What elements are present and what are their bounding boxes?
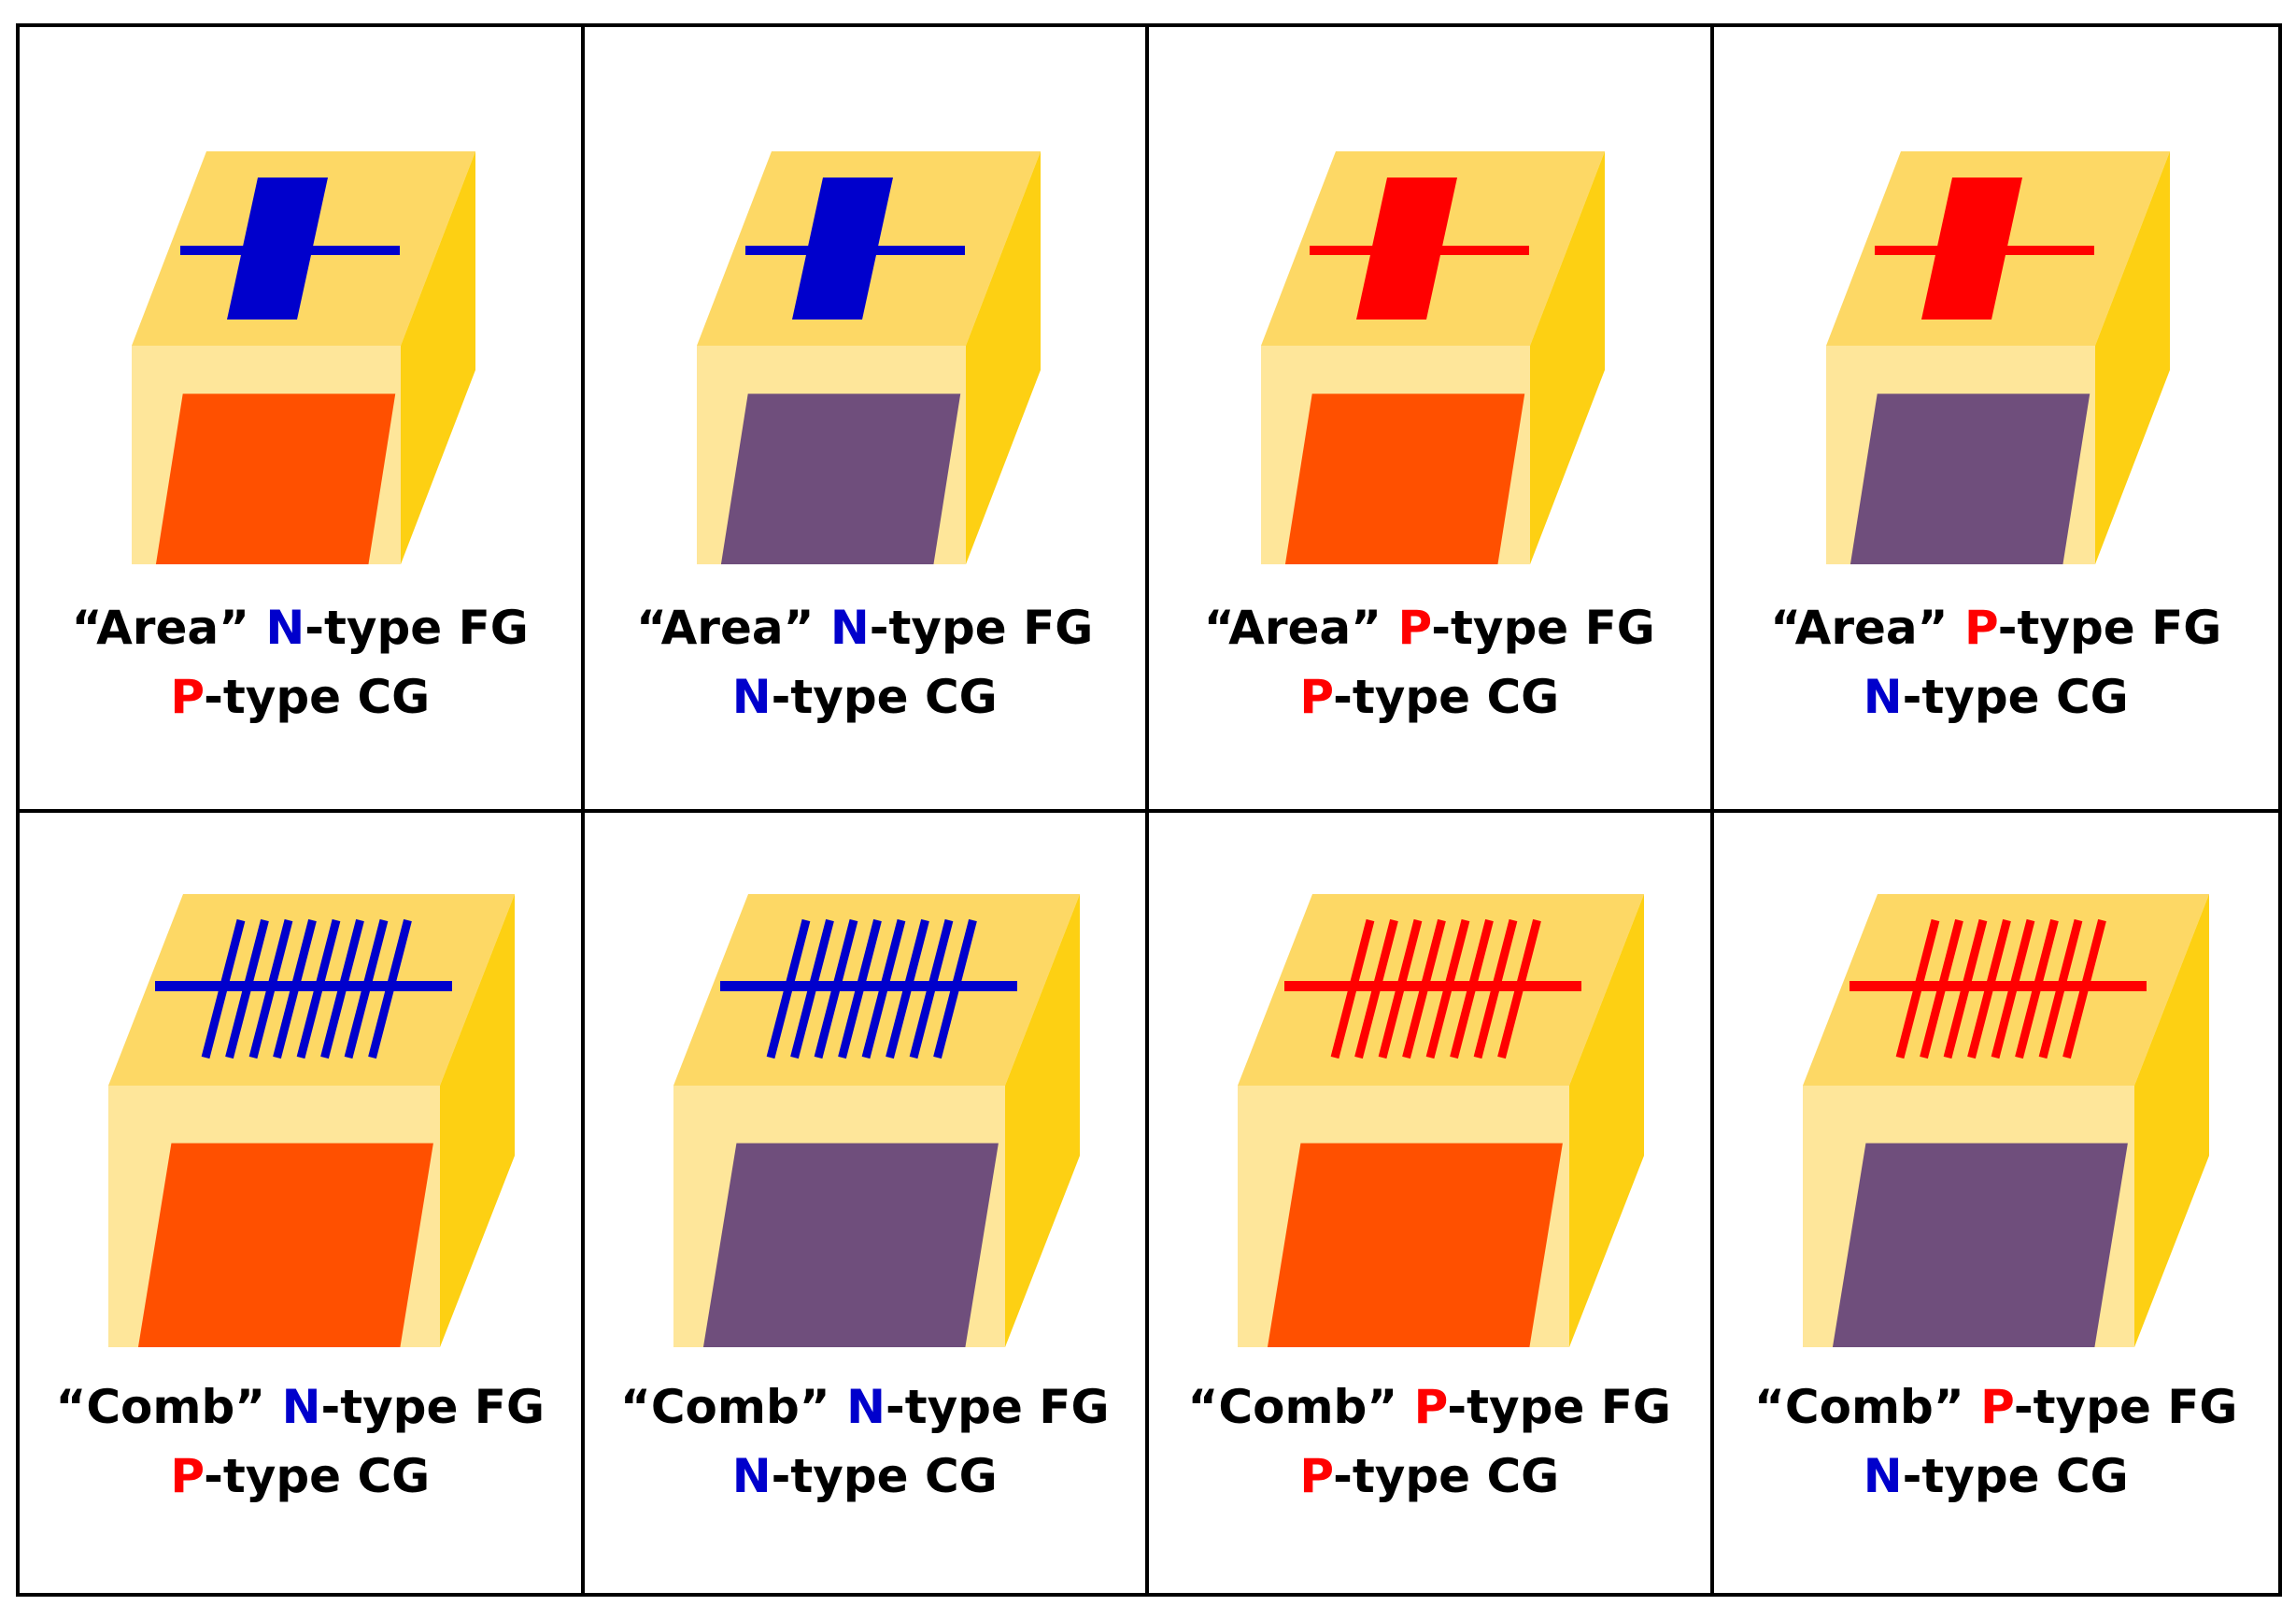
- cg-type-letter: P: [1299, 1449, 1334, 1503]
- fg-type-letter: N: [265, 601, 305, 655]
- fg-type-text: -type FG: [305, 601, 529, 655]
- gate-style-label: “Area”: [636, 601, 815, 655]
- fg-caption: “Area” N-type FG: [585, 594, 1146, 661]
- cg-type-letter: P: [1299, 670, 1334, 724]
- fg-type-text: -type FG: [320, 1380, 545, 1434]
- cube-side-face: [440, 894, 515, 1347]
- gate-style-label: “Area”: [71, 601, 249, 655]
- gate-style-label: “Comb”: [1754, 1380, 1964, 1434]
- cg-type-text: -type CG: [1902, 1449, 2129, 1503]
- fg-type-letter: N: [829, 601, 870, 655]
- cube-side-face: [2094, 151, 2170, 564]
- cg-type-letter: N: [731, 670, 772, 724]
- fg-type-letter: P: [1980, 1380, 2014, 1434]
- fg-type-text: -type FG: [869, 601, 1094, 655]
- capacitor-cube: [696, 151, 1041, 564]
- cube-side-face: [2133, 894, 2209, 1347]
- cg-caption: P-type CG: [1149, 663, 1710, 731]
- cg-type-text: -type CG: [204, 1449, 431, 1503]
- control-gate-region: [702, 1143, 999, 1347]
- control-gate-region: [1267, 1143, 1563, 1347]
- fg-caption: “Area” P-type FG: [1714, 594, 2279, 661]
- capacitor-cube: [1802, 894, 2209, 1347]
- fg-type-letter: N: [846, 1380, 886, 1434]
- control-gate-region: [155, 393, 396, 564]
- fg-caption: “Area” P-type FG: [1149, 594, 1710, 661]
- cg-type-text: -type CG: [204, 670, 431, 724]
- control-gate-region: [1284, 393, 1525, 564]
- gate-style-label: “Area”: [1770, 601, 1949, 655]
- gate-style-label: “Area”: [1203, 601, 1382, 655]
- gate-style-label: “Comb”: [1187, 1380, 1398, 1434]
- cg-caption: N-type CG: [585, 1442, 1146, 1510]
- cg-type-text: -type CG: [1333, 1449, 1560, 1503]
- fg-type-letter: N: [281, 1380, 321, 1434]
- cg-caption: P-type CG: [20, 1442, 581, 1510]
- capacitor-cube: [1238, 894, 1644, 1347]
- cube-side-face: [1004, 894, 1080, 1347]
- gate-style-label: “Comb”: [619, 1380, 830, 1434]
- control-gate-region: [720, 393, 960, 564]
- control-gate-region: [1832, 1143, 2128, 1347]
- cube-side-face: [965, 151, 1041, 564]
- cg-type-letter: P: [170, 670, 205, 724]
- cg-type-letter: P: [170, 1449, 205, 1503]
- fg-caption: “Comb” P-type FG: [1714, 1373, 2279, 1441]
- capacitor-cube: [108, 894, 515, 1347]
- fg-type-text: -type FG: [1447, 1380, 1671, 1434]
- capacitor-cube: [1825, 151, 2170, 564]
- cg-caption: N-type CG: [1714, 663, 2279, 731]
- cube-side-face: [1530, 151, 1605, 564]
- cg-type-letter: N: [731, 1449, 772, 1503]
- fg-caption: “Area” N-type FG: [20, 594, 581, 661]
- cg-type-letter: N: [1863, 670, 1903, 724]
- cg-caption: P-type CG: [1149, 1442, 1710, 1510]
- capacitor-cube: [132, 151, 475, 564]
- cg-caption: P-type CG: [20, 663, 581, 731]
- fg-type-letter: P: [1963, 601, 1998, 655]
- cube-side-face: [401, 151, 475, 564]
- cg-type-text: -type CG: [771, 670, 998, 724]
- cg-type-text: -type CG: [771, 1449, 998, 1503]
- fg-type-text: -type FG: [1997, 601, 2222, 655]
- cg-type-text: -type CG: [1333, 670, 1560, 724]
- fg-type-text: -type FG: [2013, 1380, 2238, 1434]
- gate-style-label: “Comb”: [55, 1380, 266, 1434]
- capacitor-cube: [673, 894, 1080, 1347]
- fg-type-letter: P: [1413, 1380, 1448, 1434]
- control-gate-region: [1850, 393, 2090, 564]
- cg-type-letter: N: [1863, 1449, 1903, 1503]
- cube-side-face: [1569, 894, 1644, 1347]
- cg-caption: N-type CG: [585, 663, 1146, 731]
- fg-type-text: -type FG: [885, 1380, 1110, 1434]
- cg-caption: N-type CG: [1714, 1442, 2279, 1510]
- capacitor-cube: [1261, 151, 1605, 564]
- fg-type-letter: P: [1397, 601, 1432, 655]
- fg-type-text: -type FG: [1431, 601, 1655, 655]
- fg-caption: “Comb” P-type FG: [1149, 1373, 1710, 1441]
- control-gate-region: [137, 1143, 433, 1347]
- fg-caption: “Comb” N-type FG: [20, 1373, 581, 1441]
- fg-caption: “Comb” N-type FG: [585, 1373, 1146, 1441]
- cg-type-text: -type CG: [1902, 670, 2129, 724]
